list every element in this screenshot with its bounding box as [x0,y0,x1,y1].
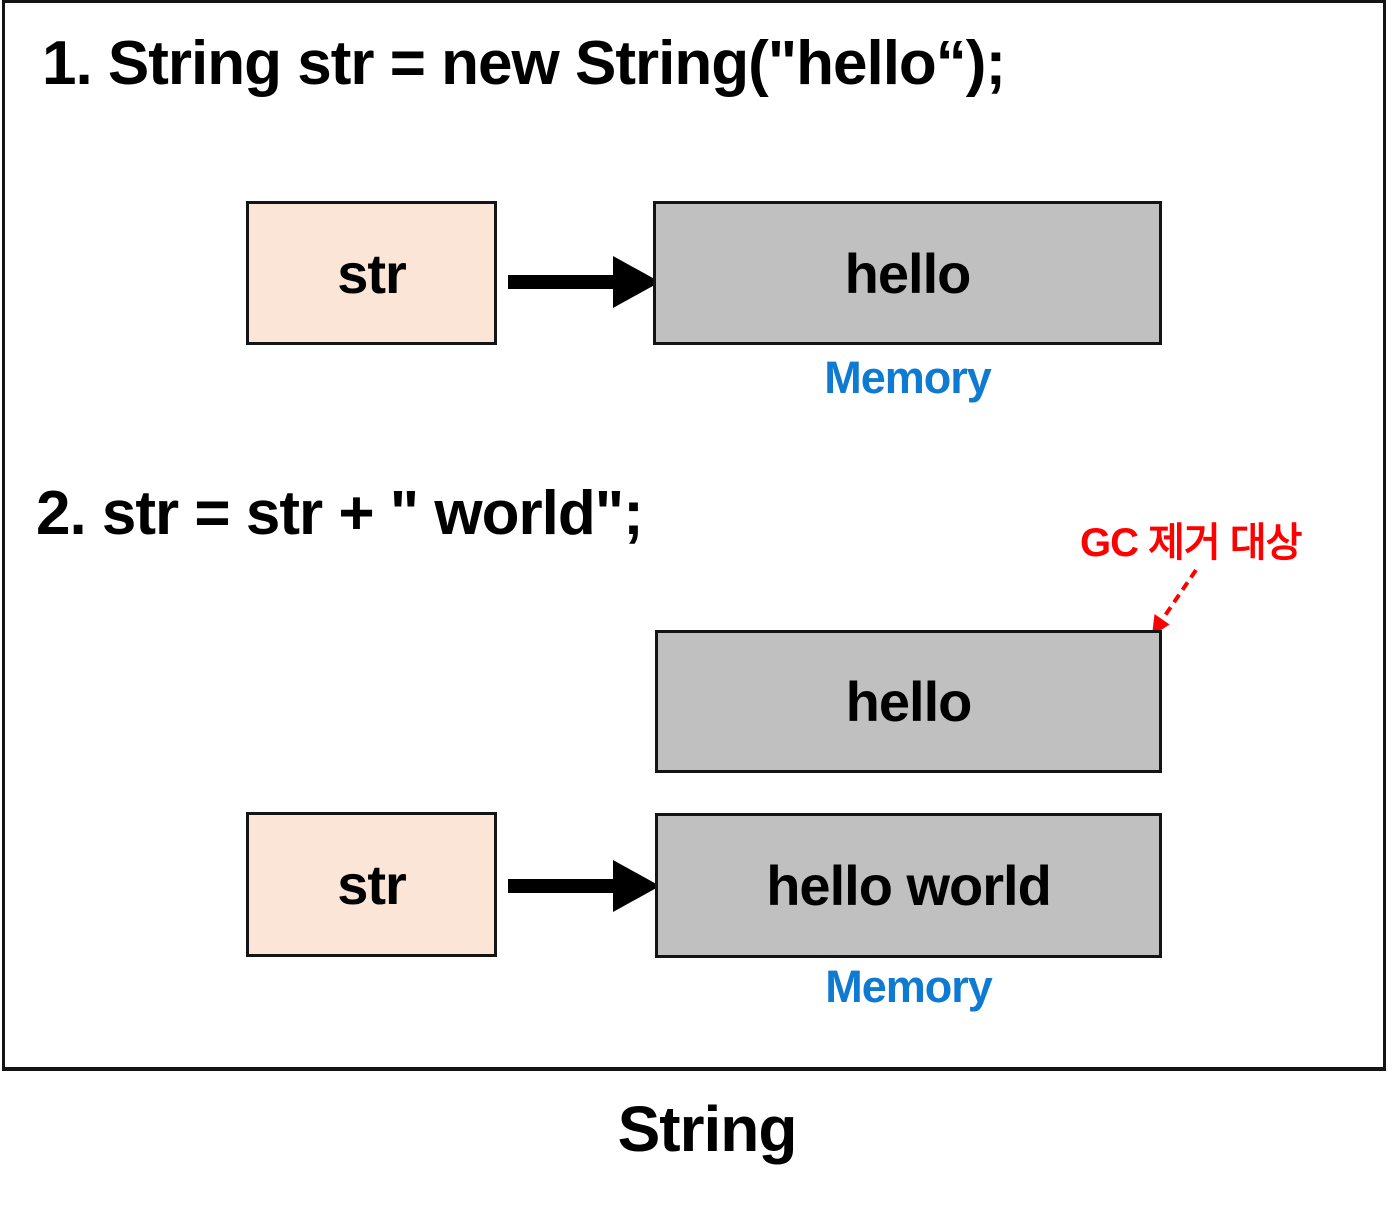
step2-code-line: 2. str = str + " world"; [36,479,644,548]
diagram-title: String [617,1093,798,1165]
step1-memory-label: Memory [824,352,992,403]
gc-pointer-arrow-icon [1152,568,1198,636]
arrow-right-icon [508,256,660,308]
gc-target-label: GC 제거 대상 [1080,521,1302,565]
step1-code-line: 1. String str = new String("hello“); [42,29,1006,98]
step2-str-box: str [246,812,497,957]
step1-memory-box: hello [653,201,1162,345]
step2-memory-box: hello world [655,813,1162,958]
arrow-right-icon [508,860,660,912]
step2-memory-label: Memory [825,961,993,1012]
step2-garbage-memory-box: hello [655,630,1162,773]
step1-str-box: str [246,201,497,345]
